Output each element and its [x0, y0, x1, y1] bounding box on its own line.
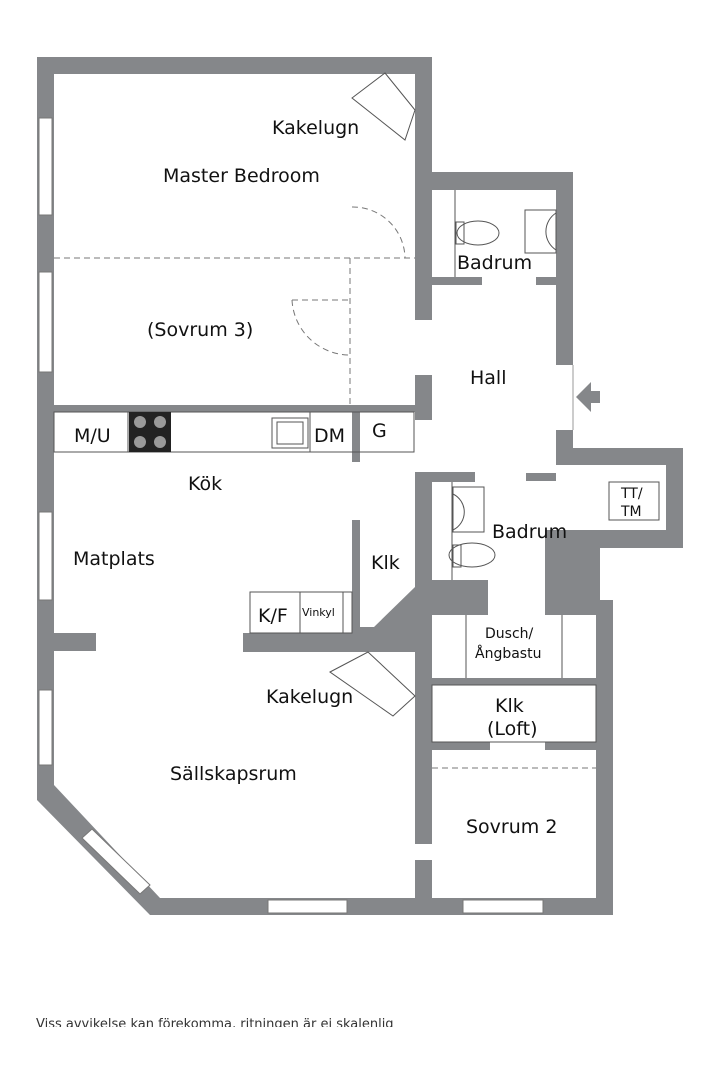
label-sallskapsrum: Sällskapsrum — [170, 763, 297, 785]
label-vinkyl: Vinkyl — [302, 606, 335, 619]
label-badrum: Badrum — [492, 521, 567, 543]
label-klk-loft: (Loft) — [487, 718, 538, 740]
label-badrum: Badrum — [457, 252, 532, 274]
label-sovrum2: Sovrum 2 — [466, 816, 557, 838]
label-angbastu: Ångbastu — [475, 645, 541, 662]
label-sovrum3: (Sovrum 3) — [147, 319, 253, 341]
walls — [37, 57, 683, 915]
label-kakelugn: Kakelugn — [272, 117, 359, 139]
entrance-arrow-icon — [576, 382, 600, 412]
label-tt-tm: TM — [620, 504, 642, 520]
sink-icon — [271, 417, 309, 449]
label-tt-tm: TT/ — [620, 486, 643, 502]
label-hall: Hall — [470, 367, 507, 389]
sink-icon — [524, 209, 557, 254]
toilet-icon — [448, 542, 496, 568]
label-dm: DM — [314, 425, 345, 447]
sink-icon — [452, 486, 485, 533]
room-labels: Kakelugn Master Bedroom (Sovrum 3) Badru… — [73, 117, 643, 838]
label-kakelugn: Kakelugn — [266, 686, 353, 708]
label-kok: Kök — [188, 473, 222, 495]
fixtures — [53, 72, 660, 769]
label-matplats: Matplats — [73, 548, 155, 570]
label-kf: K/F — [258, 605, 288, 627]
label-mu: M/U — [74, 425, 111, 447]
label-master-bedroom: Master Bedroom — [163, 165, 320, 187]
label-g: G — [372, 420, 387, 442]
stove-icon — [129, 412, 171, 452]
label-dusch: Dusch/ — [485, 626, 534, 642]
windows — [38, 117, 544, 914]
toilet-icon — [455, 220, 500, 246]
label-klk: Klk — [371, 552, 400, 574]
disclaimer-text: Viss avvikelse kan förekomma, ritningen … — [36, 1017, 394, 1027]
label-klk-loft: Klk — [495, 695, 524, 717]
